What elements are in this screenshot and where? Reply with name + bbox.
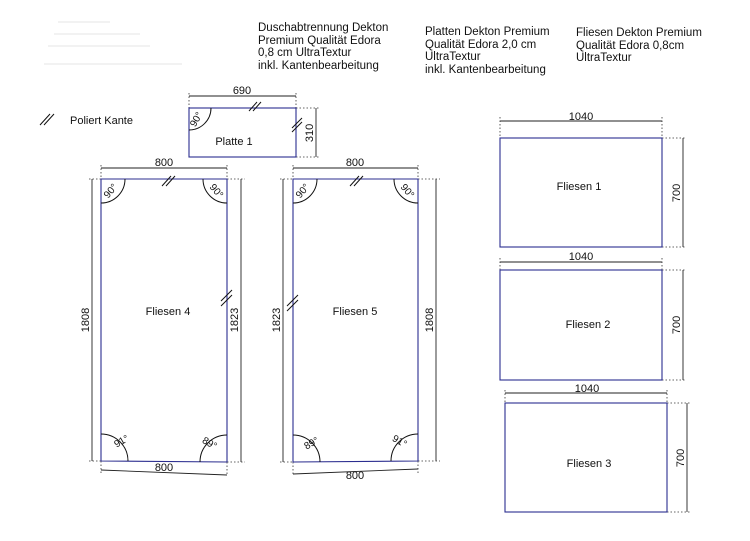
- header-line: Duschabtrennung Dekton: [258, 22, 389, 34]
- height-label: 700: [675, 449, 687, 467]
- header-line: inkl. Kantenbearbeitung: [258, 59, 379, 72]
- polished-edge-mark: [291, 117, 303, 129]
- angle-label: 91°: [390, 433, 409, 450]
- bottom-dimension-line: [292, 468, 419, 475]
- left-label: 1808: [80, 308, 92, 332]
- width-label: 1040: [575, 383, 599, 395]
- fliesen-1: 1040 700 Fliesen 1: [499, 111, 686, 248]
- panel-name: Fliesen 4: [146, 306, 191, 318]
- width-label: 1040: [569, 251, 593, 263]
- top-label: 800: [346, 157, 364, 169]
- angle-label: 90°: [398, 182, 416, 201]
- angle-arc: [188, 107, 212, 131]
- fliesen-4: 800 1808 1823 800 90° 90° 91°: [80, 157, 245, 476]
- header-line: 0,8 cm UltraTextur: [258, 47, 352, 59]
- bottom-dimension-line: [100, 469, 228, 476]
- header-line: Qualität Edora 0,8cm: [576, 39, 685, 52]
- header-line: UltraTextur: [425, 51, 481, 63]
- header-tiles: Fliesen Dekton Premium Qualität Edora 0,…: [576, 27, 702, 65]
- polished-edge-mark: [286, 294, 299, 307]
- header-plates: Platten Dekton Premium Qualität Edora 2,…: [425, 26, 550, 76]
- header-line: Premium Qualität Edora: [258, 34, 381, 47]
- angle-label: 90°: [188, 110, 205, 129]
- header-line: Platten Dekton Premium: [425, 26, 550, 38]
- angle-label: 90°: [294, 182, 312, 201]
- polished-edge-mark: [248, 101, 258, 112]
- left-label: 1823: [271, 308, 283, 332]
- angle-arc: [292, 178, 318, 204]
- angle-label: 91°: [112, 433, 131, 450]
- polished-edge-legend: Poliert Kante: [39, 113, 133, 127]
- height-label: 310: [304, 124, 316, 142]
- panel-name: Platte 1: [215, 136, 252, 148]
- angle-arc: [100, 433, 129, 462]
- bottom-label: 800: [346, 470, 364, 482]
- panel-outline: [499, 137, 663, 248]
- panel-name: Fliesen 5: [333, 306, 378, 318]
- panel-outline: [499, 269, 663, 381]
- header-line: inkl. Kantenbearbeitung: [425, 63, 546, 76]
- right-label: 1808: [424, 308, 436, 332]
- bottom-label: 800: [155, 462, 173, 474]
- fliesen-3: 1040 700 Fliesen 3: [504, 383, 690, 513]
- fliesen-2: 1040 700 Fliesen 2: [499, 251, 686, 381]
- right-label: 1823: [229, 308, 241, 332]
- polished-edge-mark: [220, 289, 233, 302]
- height-label: 700: [671, 184, 683, 202]
- angle-label: 90°: [102, 182, 120, 201]
- width-label: 690: [233, 85, 251, 97]
- header-line: Fliesen Dekton Premium: [576, 27, 702, 39]
- top-label: 800: [155, 157, 173, 169]
- panel-outline: [504, 402, 668, 513]
- legend-label: Poliert Kante: [70, 115, 133, 127]
- panel-outline: [100, 178, 228, 463]
- fliesen-5: 800 1823 1808 800 90° 90° 89°: [271, 157, 440, 482]
- angle-label: 90°: [207, 182, 225, 201]
- platte-1: 690 310 90° Platte 1: [188, 85, 320, 158]
- polished-edge-mark: [349, 175, 360, 187]
- angle-arc: [390, 433, 419, 462]
- header-shower-screen: Duschabtrennung Dekton Premium Qualität …: [258, 22, 388, 72]
- width-label: 1040: [569, 111, 593, 123]
- panel-name: Fliesen 2: [566, 319, 611, 331]
- height-label: 700: [671, 316, 683, 334]
- angle-arc: [202, 178, 228, 204]
- polished-edge-symbol: [39, 113, 51, 126]
- header-line: Qualität Edora 2,0 cm: [425, 38, 537, 51]
- panel-outline: [292, 178, 419, 463]
- panel-name: Fliesen 3: [567, 458, 612, 470]
- angle-arc: [199, 434, 228, 463]
- panel-outline: [188, 107, 297, 158]
- panel-name: Fliesen 1: [557, 181, 602, 193]
- angle-arc: [100, 178, 126, 204]
- header-line: UltraTextur: [576, 52, 632, 64]
- angle-arc: [393, 178, 419, 204]
- faint-marks: [44, 21, 182, 65]
- angle-arc: [292, 434, 321, 463]
- polished-edge-mark: [161, 175, 172, 187]
